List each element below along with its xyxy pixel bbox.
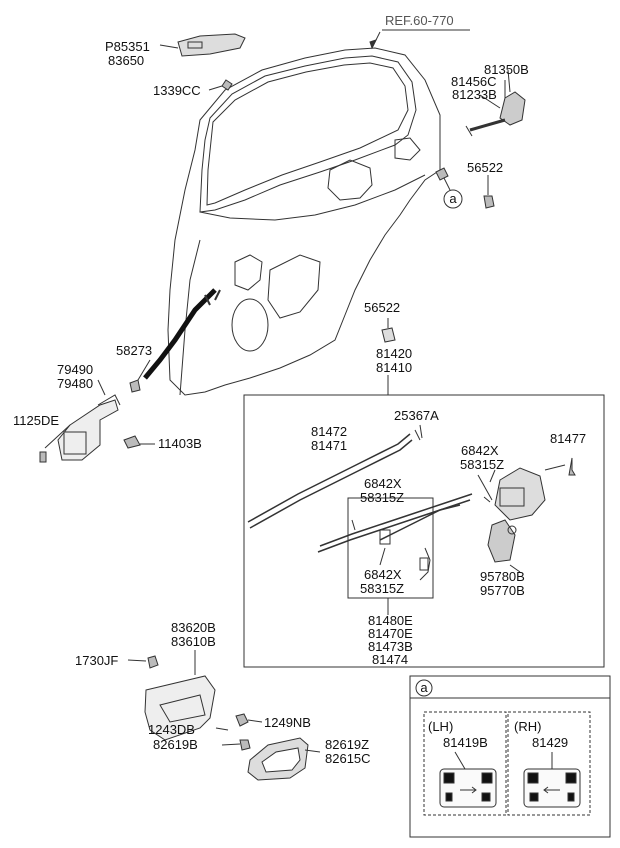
door-panel	[143, 47, 441, 396]
striker	[465, 91, 526, 137]
part-label: 1730JF	[75, 653, 119, 668]
part-label: 81456C	[451, 74, 497, 89]
outside-handle	[177, 33, 246, 91]
part-label: 79480	[57, 376, 94, 391]
part-label: 11403B	[158, 436, 202, 451]
part-label: 1339CC	[153, 83, 201, 98]
handle-bezel	[247, 737, 321, 781]
part-label: 58315Z	[460, 457, 505, 472]
rh-side-label: (RH)	[514, 719, 542, 734]
part-label: 1125DE	[13, 413, 60, 428]
lh-label-plate	[439, 768, 497, 808]
lh-side-label: (LH)	[428, 719, 454, 734]
part-label: 1249NB	[264, 715, 311, 730]
part-label: 81474	[372, 652, 409, 667]
part-label: 58315Z	[360, 581, 405, 596]
part-label: 82619B	[153, 737, 198, 752]
part-label: 6842X	[461, 443, 499, 458]
lh-part-number: 81419B	[443, 735, 488, 750]
rod-sub-box	[347, 497, 434, 599]
part-label: 82619Z	[325, 737, 370, 752]
part-label: 56522	[364, 300, 401, 315]
part-label: 81350B	[484, 62, 529, 77]
rh-label-plate	[523, 768, 581, 808]
latch-assembly-box	[243, 394, 605, 668]
part-label: 83650	[108, 53, 145, 68]
part-label: 56522	[467, 160, 504, 175]
part-label: 82615C	[325, 751, 371, 766]
door-latch	[477, 457, 576, 563]
part-label: 83610B	[171, 634, 216, 649]
rh-part-number: 81429	[532, 735, 569, 750]
control-rods	[247, 429, 473, 581]
part-label: 81477	[550, 431, 587, 446]
detail-panel	[409, 675, 611, 838]
part-label: 58273	[116, 343, 153, 358]
ref-label: REF.60-770	[385, 13, 454, 28]
part-label: P85351	[105, 39, 150, 54]
part-label: 81473B	[368, 639, 413, 654]
detail-header: a	[420, 680, 428, 695]
part-label: 81472	[311, 424, 348, 439]
part-label: 81470E	[368, 626, 413, 641]
part-label: 6842X	[364, 476, 402, 491]
part-label: 25367A	[394, 408, 439, 423]
part-label: 58315Z	[360, 490, 405, 505]
callout-a-label: a	[449, 191, 457, 206]
part-label: 95770B	[480, 583, 525, 598]
part-label: 1243DB	[148, 722, 195, 737]
part-label: 81471	[311, 438, 348, 453]
part-label: 79490	[57, 362, 94, 377]
part-label: 83620B	[171, 620, 216, 635]
hinge	[39, 379, 141, 463]
part-label: 81420	[376, 346, 413, 361]
part-label: 6842X	[364, 567, 402, 582]
part-label: 81410	[376, 360, 413, 375]
part-label: 81480E	[368, 613, 413, 628]
part-label: 95780B	[480, 569, 525, 584]
inside-handle	[127, 650, 216, 741]
part-label: 81233B	[452, 87, 497, 102]
